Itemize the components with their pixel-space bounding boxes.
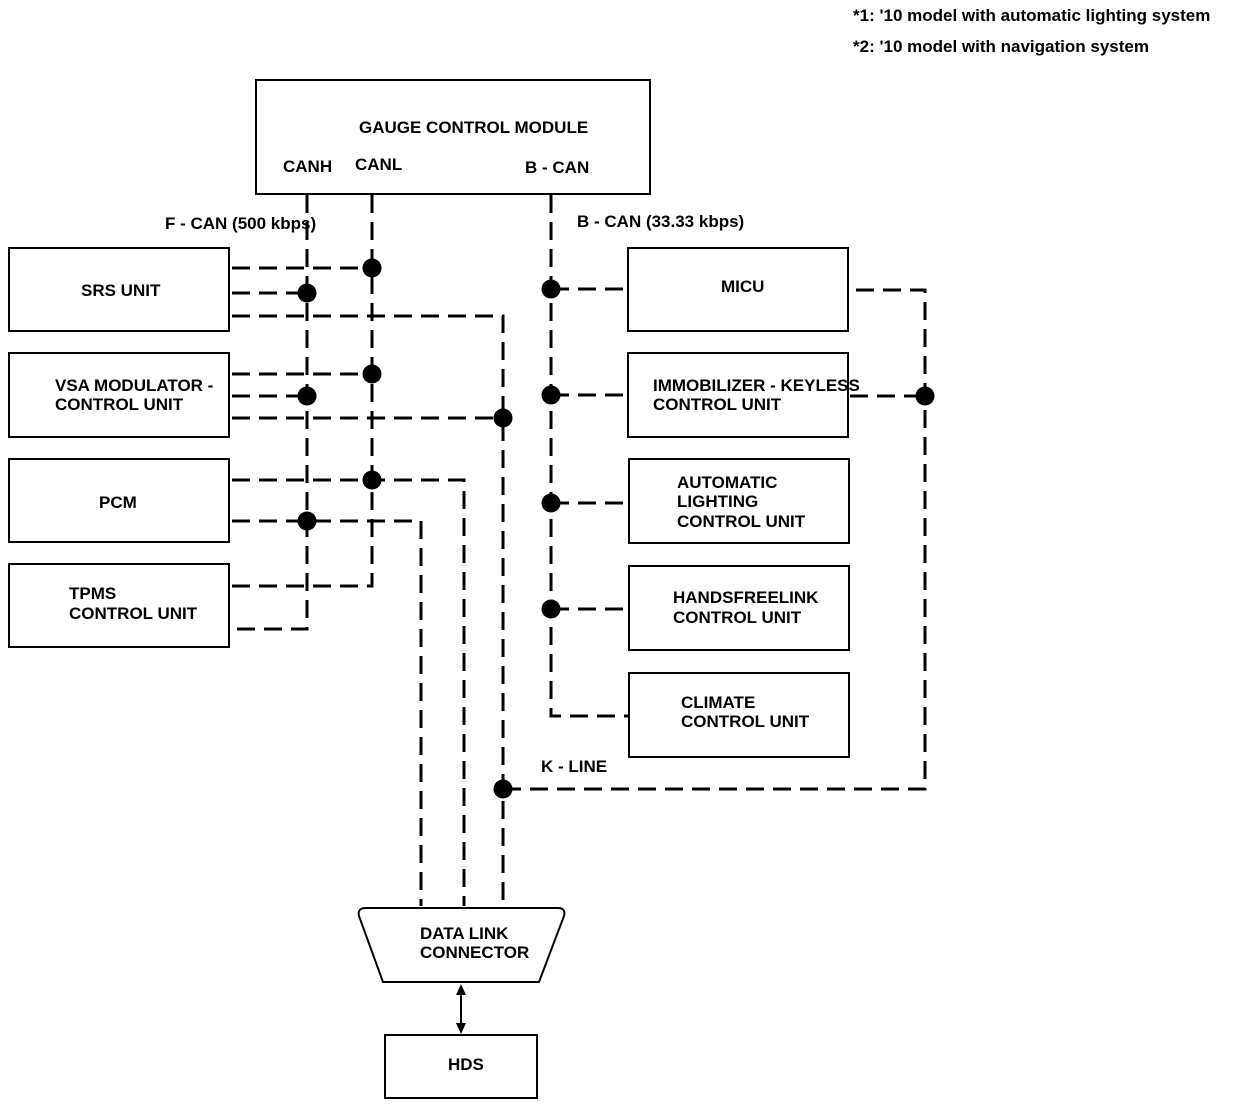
junction-dot	[541, 385, 561, 405]
bcan-speed-label: B - CAN (33.33 kbps)	[577, 212, 744, 231]
junction-dot	[541, 599, 561, 619]
hds-tool: HDS	[384, 1034, 538, 1099]
pcm-label: PCM	[99, 493, 137, 512]
immobilizer-label-line2: CONTROL UNIT	[653, 395, 782, 414]
junction-dot	[493, 408, 513, 428]
auto-lighting-label-line2: LIGHTING	[677, 492, 758, 511]
immobilizer-label-line1: IMMOBILIZER - KEYLESS	[653, 376, 860, 395]
handsfreelink-label-line1: HANDSFREELINK	[673, 588, 819, 607]
kline-label: K - LINE	[541, 757, 607, 776]
dlc-label-line2: CONNECTOR	[420, 943, 529, 962]
immobilizer-keyless-control-unit: IMMOBILIZER - KEYLESS CONTROL UNIT	[627, 352, 860, 438]
footnote-1: *1: '10 model with automatic lighting sy…	[853, 6, 1210, 25]
fcan-label: F - CAN (500 kbps)	[165, 214, 316, 233]
junction-dot	[915, 386, 935, 406]
junction-dot	[297, 511, 317, 531]
tpms-label-line1: TPMS	[69, 584, 116, 603]
micu-label: MICU	[721, 277, 764, 296]
junction-dot	[362, 258, 382, 278]
climate-label-line2: CONTROL UNIT	[681, 712, 810, 731]
junction-dot	[493, 779, 513, 799]
junction-dots	[297, 258, 935, 799]
automatic-lighting-control-unit: AUTOMATIC LIGHTING CONTROL UNIT	[628, 458, 850, 544]
auto-lighting-label-line3: CONTROL UNIT	[677, 512, 806, 531]
vsa-label-line2: CONTROL UNIT	[55, 395, 184, 414]
junction-dot	[297, 386, 317, 406]
junction-dot	[541, 279, 561, 299]
pcm-unit: PCM	[8, 458, 230, 543]
fcan-canh-wiring	[232, 195, 423, 906]
tpms-control-unit: TPMS CONTROL UNIT	[8, 563, 230, 648]
junction-dot	[541, 493, 561, 513]
handsfreelink-control-unit: HANDSFREELINK CONTROL UNIT	[628, 565, 850, 651]
gauge-bcan-label: B - CAN	[525, 158, 589, 177]
vsa-modulator-control-unit: VSA MODULATOR - CONTROL UNIT	[8, 352, 230, 438]
gauge-control-module: GAUGE CONTROL MODULE CANH CANL B - CAN	[255, 79, 651, 195]
bcan-wiring	[549, 195, 628, 718]
gauge-canl-label: CANL	[355, 155, 402, 174]
fcan-canl-wiring	[232, 195, 466, 906]
climate-control-unit: CLIMATE CONTROL UNIT	[628, 672, 850, 758]
vsa-label-line1: VSA MODULATOR -	[55, 376, 213, 395]
handsfreelink-label-line2: CONTROL UNIT	[673, 608, 802, 627]
gauge-title: GAUGE CONTROL MODULE	[359, 118, 588, 137]
kline-wiring	[232, 288, 927, 906]
srs-unit-label: SRS UNIT	[81, 281, 161, 300]
tpms-label-line2: CONTROL UNIT	[69, 604, 198, 623]
footnote-2: *2: '10 model with navigation system	[853, 37, 1149, 56]
climate-label-line1: CLIMATE	[681, 693, 755, 712]
double-arrow-icon	[456, 984, 466, 1034]
gauge-canh-label: CANH	[283, 157, 332, 176]
junction-dot	[297, 283, 317, 303]
hds-label: HDS	[448, 1055, 484, 1074]
data-link-connector: DATA LINK CONNECTOR	[357, 907, 566, 983]
junction-dot	[362, 364, 382, 384]
micu-unit: MICU	[627, 247, 849, 332]
junction-dot	[362, 470, 382, 490]
auto-lighting-label-line1: AUTOMATIC	[677, 473, 777, 492]
srs-unit: SRS UNIT	[8, 247, 230, 332]
dlc-label-line1: DATA LINK	[420, 924, 509, 943]
